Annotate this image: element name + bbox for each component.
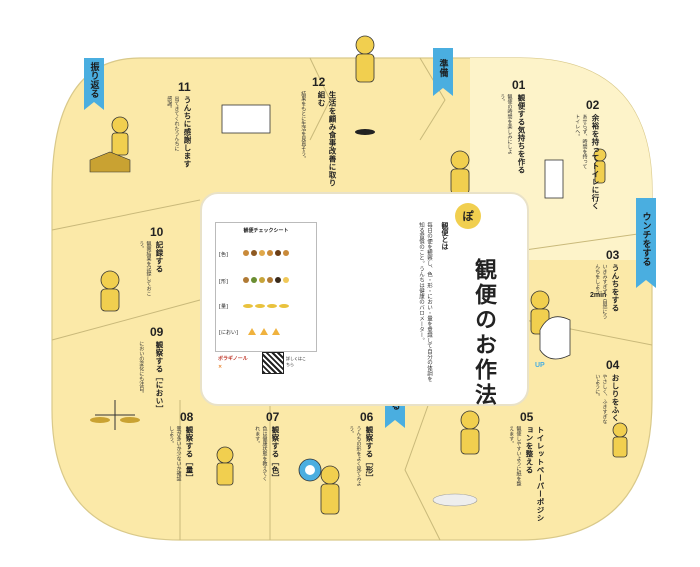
step-09-number: 09 bbox=[150, 325, 164, 339]
step-10-desc: 観察結果を記録しておこう。 bbox=[138, 241, 152, 296]
phase-tag-reflect: 振り返る bbox=[84, 58, 104, 110]
main-title: 観便のお作法 bbox=[471, 258, 497, 408]
step-05-desc: 観便しやすいように紙を整えます。 bbox=[508, 426, 522, 486]
step-07-title: 観察する［色］ bbox=[271, 426, 280, 482]
time-badge: 2min bbox=[590, 292, 607, 299]
step-11-number: 11 bbox=[178, 80, 191, 94]
check-sheet: 観便チェックシート [色] [形] [量] [におい] bbox=[215, 222, 317, 352]
intro-heading: 観便とは bbox=[441, 222, 449, 250]
step-12-desc: 結果をもとに生活を見直そう。 bbox=[300, 91, 307, 161]
step-10-title: 記録する bbox=[155, 241, 164, 273]
up-badge: UP bbox=[535, 362, 545, 369]
check-row-label: [形] bbox=[219, 279, 228, 285]
step-12-title: 生活を顧み食事改善に取り組む bbox=[317, 91, 337, 187]
step-08-number: 08 bbox=[180, 410, 194, 424]
step-06-desc: うんちの形をよく見てみよう。 bbox=[348, 426, 362, 486]
step-10-number: 10 bbox=[150, 225, 164, 239]
step-07-desc: 色は健康状態を教えてくれます。 bbox=[254, 426, 268, 481]
phase-tag-defecate: ウンチをする bbox=[636, 198, 656, 288]
step-07-number: 07 bbox=[266, 410, 280, 424]
step-05-number: 05 bbox=[520, 410, 534, 424]
step-02-number: 02 bbox=[586, 98, 600, 112]
step-08-title: 観察する［量］ bbox=[185, 426, 194, 482]
step-01-title: 観便する気持ちを作る bbox=[517, 94, 526, 174]
step-01-desc: 観便の時間を楽しみにしよう。 bbox=[499, 94, 513, 154]
logo-mark: ぽ bbox=[455, 203, 481, 229]
step-09-title: 観察する［におい］ bbox=[155, 341, 164, 413]
step-06-title: 観察する［形］ bbox=[365, 426, 374, 482]
step-04-number: 04 bbox=[606, 358, 620, 372]
step-06-number: 06 bbox=[360, 410, 374, 424]
check-row-label: [におい] bbox=[219, 330, 238, 336]
step-01-number: 01 bbox=[512, 78, 526, 92]
check-sheet-title: 観便チェックシート bbox=[243, 228, 289, 234]
step-04-title: おしりをふく bbox=[611, 374, 620, 422]
check-row-label: [量] bbox=[219, 304, 228, 310]
brand-name-secondary: × bbox=[218, 364, 223, 370]
step-04-desc: やさしく、ふきすぎないように。 bbox=[594, 374, 608, 424]
intro-body: 毎日の便を観察し、色・形・におい・量を意識して自分の体調を知る習慣のこと。うんち… bbox=[418, 222, 432, 382]
step-08-desc: 量が多いか少ないか確認しよう。 bbox=[168, 426, 182, 481]
step-03-desc: いきみすぎず、自然にうんちをしよう。 bbox=[594, 264, 608, 319]
phase-tag-prepare: 準備 bbox=[433, 48, 453, 96]
step-09-desc: においの変化にも注目。 bbox=[138, 341, 145, 396]
step-02-title: 余裕を持ってトイレに行く bbox=[591, 114, 600, 210]
step-11-desc: 出てきてくれたうんちに感謝。 bbox=[166, 96, 180, 151]
step-12-number: 12 bbox=[312, 75, 326, 89]
step-05-title: トイレットペーパーポジションを整える bbox=[525, 426, 545, 522]
qr-caption: 詳しくはこちら bbox=[286, 356, 306, 367]
step-03-title: うんちをする bbox=[611, 264, 620, 312]
step-02-desc: あせらず、時間を持ってトイレへ。 bbox=[574, 114, 588, 169]
brand-name-primary: ボラギノール bbox=[218, 356, 248, 362]
step-03-number: 03 bbox=[606, 248, 620, 262]
step-11-title: うんちに感謝します bbox=[183, 96, 192, 168]
qr-code-icon[interactable] bbox=[262, 352, 284, 374]
check-row-label: [色] bbox=[219, 252, 228, 258]
check-sheet-graphics bbox=[243, 250, 289, 335]
